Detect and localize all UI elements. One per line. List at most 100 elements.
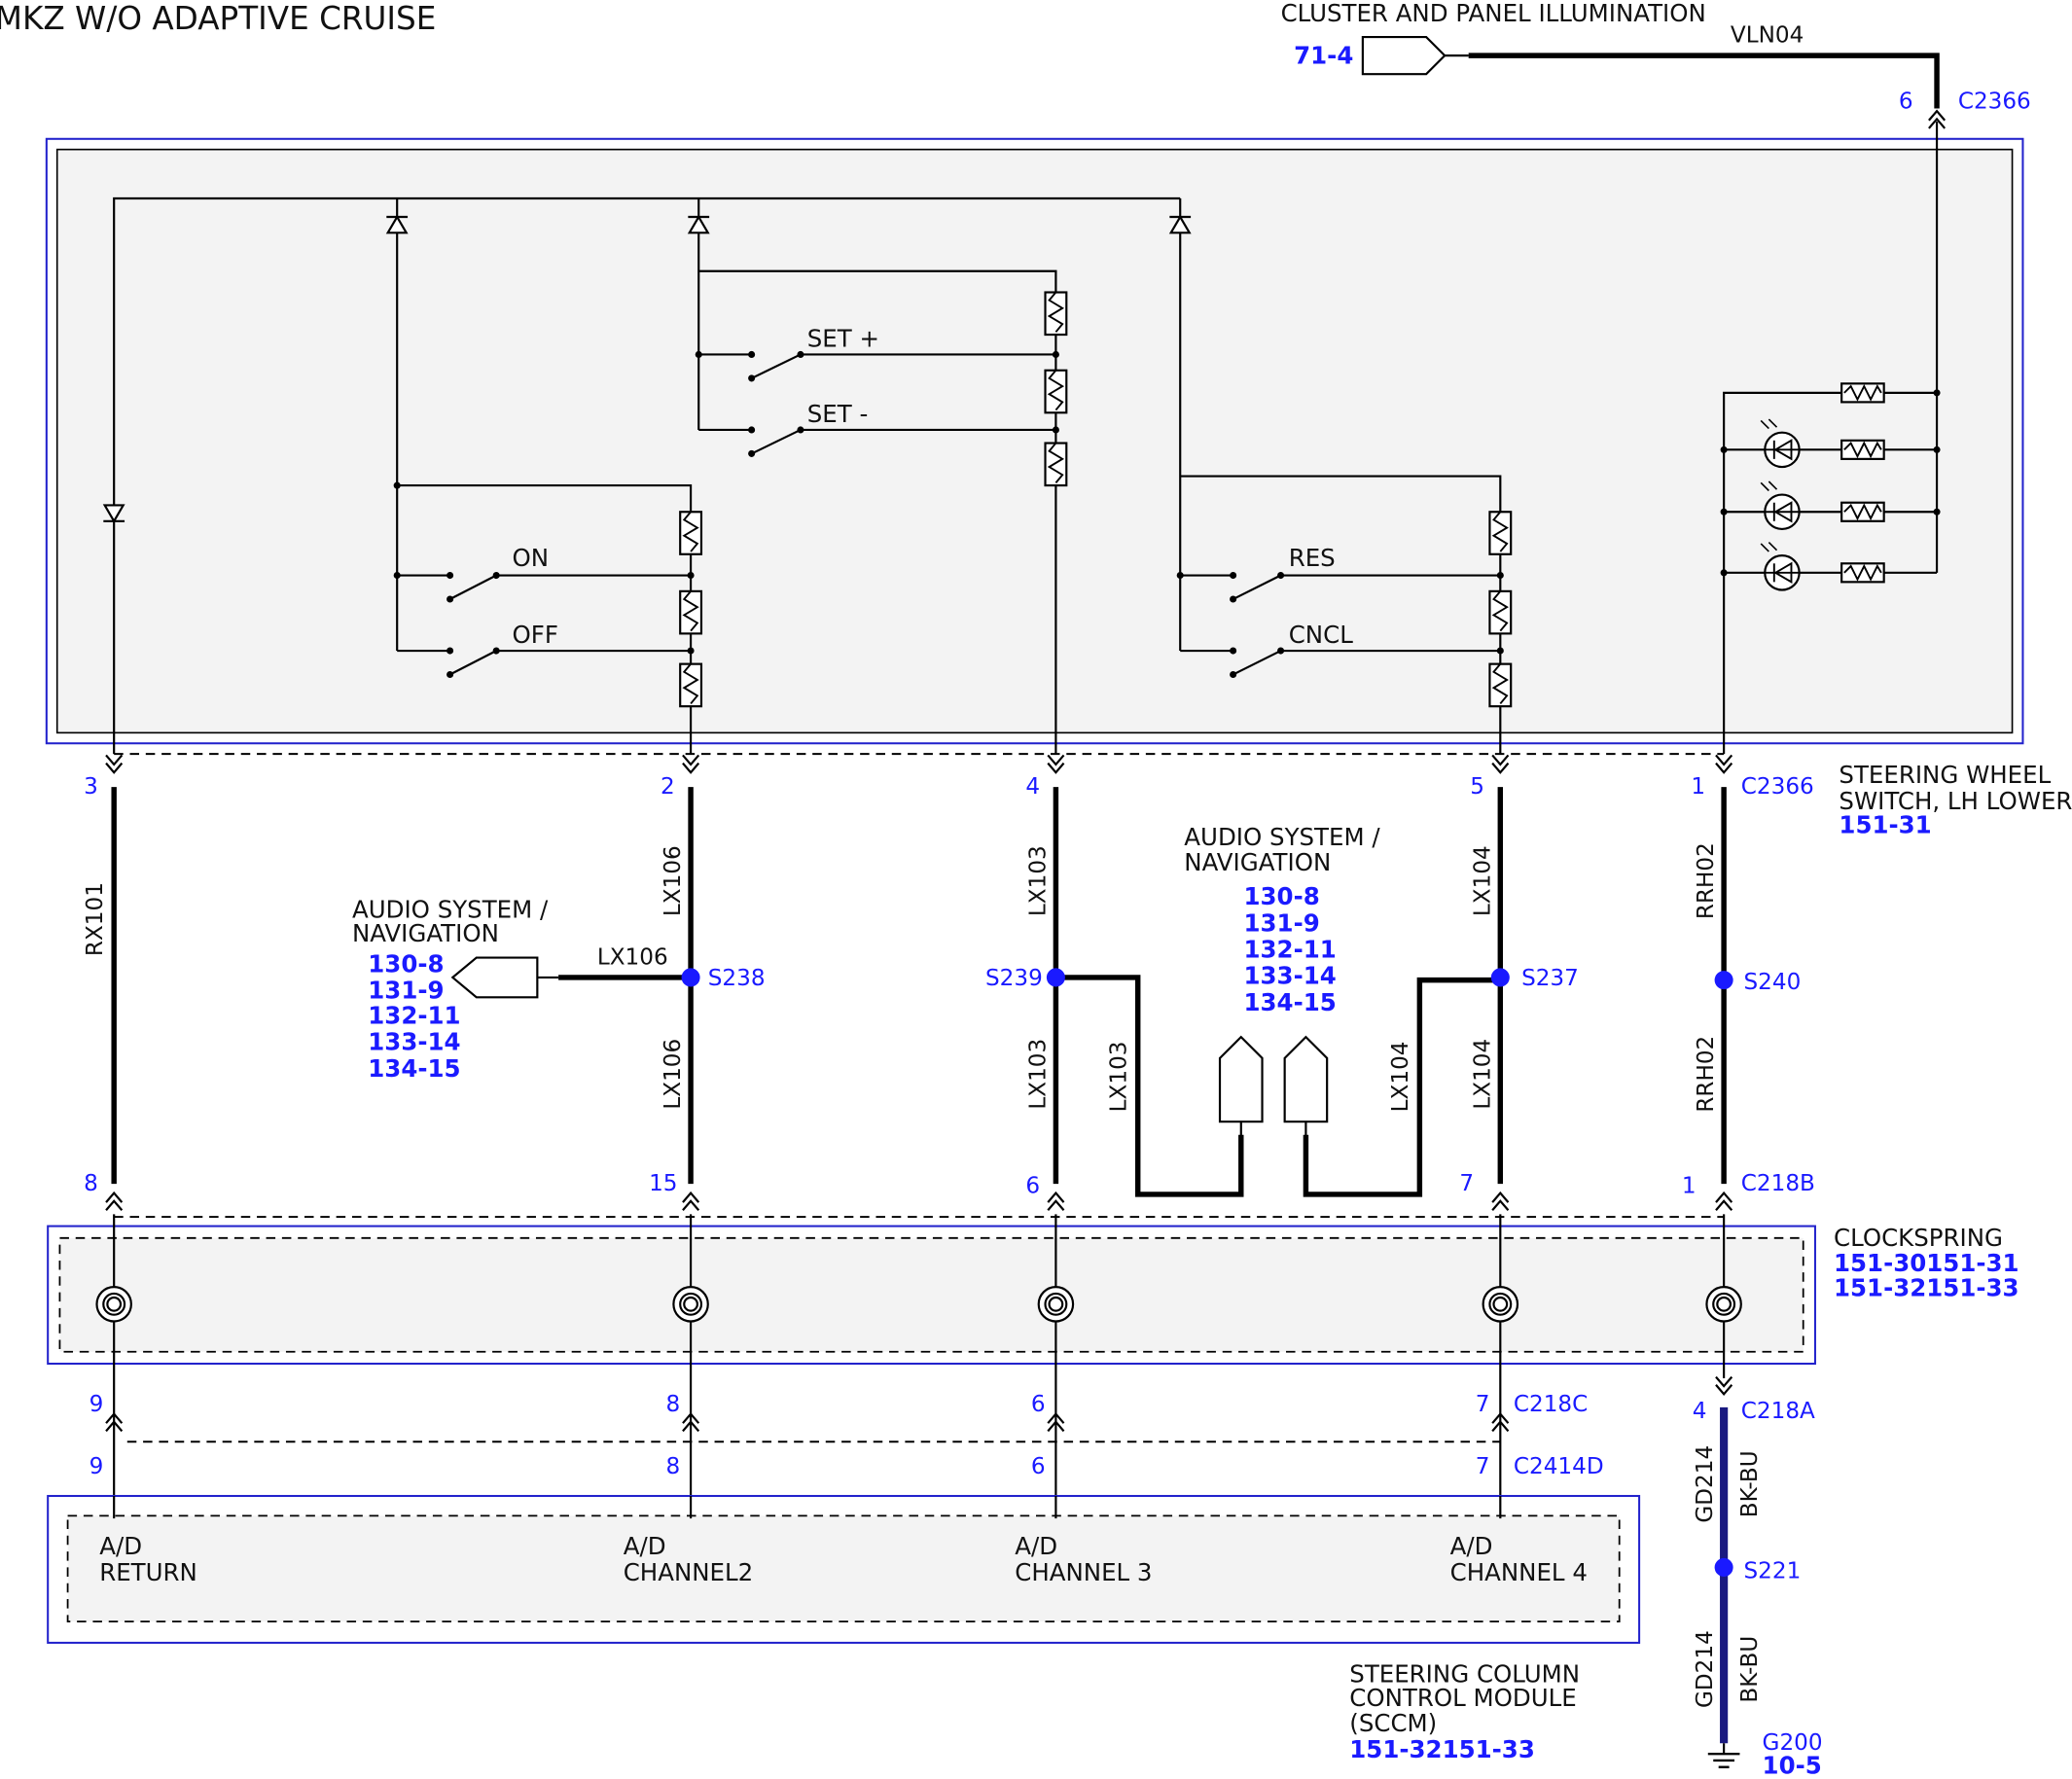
clockspring-coil-icon bbox=[672, 1286, 709, 1323]
audio-left-ref: 134-15 bbox=[368, 1054, 460, 1083]
c2366-pin: 5 bbox=[1470, 774, 1484, 800]
splice-s237: S237 bbox=[1521, 966, 1579, 991]
c2414d-pin: 9 bbox=[89, 1454, 104, 1479]
wire-lx106: LX106 bbox=[661, 845, 686, 916]
page-title: MKZ W/O ADAPTIVE CRUISE bbox=[0, 0, 436, 37]
c2414d-pin: 7 bbox=[1476, 1454, 1490, 1479]
wire-lx104: LX104 bbox=[1388, 1042, 1413, 1113]
splice-dot bbox=[1046, 968, 1065, 987]
audio-center-line: AUDIO SYSTEM / bbox=[1184, 823, 1380, 851]
pin-icon bbox=[1714, 754, 1733, 774]
resistor-icon bbox=[1840, 562, 1885, 584]
audio-center-ref: 132-11 bbox=[1243, 936, 1336, 964]
switch-module-title: STEERING WHEEL SWITCH, LH LOWER 151-31 bbox=[1839, 761, 2072, 839]
audio-center-ref: 133-14 bbox=[1243, 962, 1336, 990]
ground-point: G200 bbox=[1763, 1730, 1823, 1756]
sccm-ref: 151-32151-33 bbox=[1349, 1735, 1535, 1763]
clockspring-inner-box bbox=[58, 1236, 1804, 1353]
splice-s240: S240 bbox=[1744, 970, 1802, 995]
sccm-name-line: STEERING COLUMN bbox=[1349, 1660, 1580, 1689]
c2366-connector: C2366 bbox=[1741, 774, 1814, 800]
c218c-pin: 8 bbox=[665, 1392, 680, 1417]
audio-left-ref: 133-14 bbox=[368, 1028, 460, 1056]
switch-label-set-minus: SET - bbox=[807, 400, 869, 428]
connector-icon bbox=[1283, 1035, 1329, 1123]
sccm-input-label: CHANNEL 3 bbox=[1015, 1558, 1152, 1586]
clockspring-coil-icon bbox=[1705, 1286, 1742, 1323]
splices: S238 S239 S237 S240 bbox=[681, 966, 1802, 995]
connector-icon bbox=[450, 956, 539, 999]
audio-center-ref: 131-9 bbox=[1243, 908, 1319, 937]
switch-label-on: ON bbox=[512, 544, 549, 572]
pin-icon bbox=[1047, 1192, 1065, 1212]
illumination-wire: VLN04 bbox=[1731, 23, 1804, 49]
splice-dot bbox=[1490, 968, 1510, 987]
c218b-connector: C218B bbox=[1741, 1171, 1815, 1196]
wire-gd214: GD214 bbox=[1693, 1445, 1718, 1523]
c2366-pin: 2 bbox=[661, 774, 675, 800]
ground-circuit: 4 C218A S221 GD214 BK-BU GD214 BK-BU G20… bbox=[1693, 1375, 1823, 1779]
sccm-name-line: CONTROL MODULE bbox=[1349, 1684, 1576, 1712]
wire-lx104: LX104 bbox=[1470, 845, 1495, 916]
sccm-input-label: RETURN bbox=[99, 1558, 197, 1586]
wire-rrh02: RRH02 bbox=[1694, 1036, 1719, 1113]
connector-icon bbox=[1218, 1035, 1264, 1123]
steering-wheel-switch: SET + SET - ON OFF RES CNCL bbox=[45, 122, 2024, 755]
resistor-icon bbox=[679, 511, 703, 555]
c2366-pin: 4 bbox=[1025, 774, 1040, 800]
splice-s239: S239 bbox=[985, 966, 1043, 991]
pin-icon bbox=[1714, 1375, 1733, 1396]
c218c-pin: 7 bbox=[1476, 1392, 1490, 1417]
splice-dot bbox=[1714, 971, 1733, 990]
switch-name-line: SWITCH, LH LOWER bbox=[1839, 787, 2072, 815]
audio-left-ref: 132-11 bbox=[368, 1002, 460, 1030]
c218a-connector: C218A bbox=[1741, 1399, 1815, 1424]
audio-left-ref: 131-9 bbox=[368, 977, 444, 1005]
wire-lx104: LX104 bbox=[1470, 1039, 1495, 1110]
wire-gd214: GD214 bbox=[1693, 1630, 1718, 1708]
pin-icon bbox=[1047, 754, 1065, 774]
switch-label-res: RES bbox=[1289, 544, 1336, 572]
c2414d-connector: C2414D bbox=[1514, 1454, 1604, 1479]
c218a-pin: 4 bbox=[1693, 1399, 1707, 1424]
c218c-pin: 6 bbox=[1031, 1392, 1046, 1417]
pin-icon bbox=[681, 754, 700, 774]
clockspring-ref: 151-30151-31 bbox=[1834, 1249, 2019, 1277]
wire-color: BK-BU bbox=[1737, 1450, 1763, 1517]
audio-nav-left: AUDIO SYSTEM / NAVIGATION 130-8 131-9 13… bbox=[352, 896, 559, 1083]
illumination-connector-icon bbox=[1361, 35, 1447, 76]
splice-s221: S221 bbox=[1744, 1558, 1802, 1583]
sccm-input-label: A/D bbox=[99, 1532, 142, 1560]
resistor-icon bbox=[1044, 291, 1068, 337]
audio-center-ref: 134-15 bbox=[1243, 988, 1336, 1016]
sccm-name-line: (SCCM) bbox=[1349, 1709, 1437, 1737]
sccm-input-label: A/D bbox=[624, 1532, 666, 1560]
resistor-icon bbox=[1488, 511, 1513, 555]
sccm-module: A/D RETURN A/D CHANNEL2 A/D CHANNEL 3 A/… bbox=[47, 1494, 1641, 1763]
sccm-input-label: A/D bbox=[1015, 1532, 1057, 1560]
connector-c218c-c2414d: 9 8 6 7 C218C 9 8 6 7 C2414D bbox=[89, 1392, 1604, 1479]
illumination-pin: 6 bbox=[1899, 89, 1913, 115]
resistor-icon bbox=[679, 589, 703, 635]
connector-c2366: 3 2 4 5 1 C2366 bbox=[84, 753, 1814, 800]
audio-nav-center: AUDIO SYSTEM / NAVIGATION 130-8 131-9 13… bbox=[1184, 823, 1380, 1138]
illumination-label: CLUSTER AND PANEL ILLUMINATION bbox=[1281, 0, 1706, 27]
sccm-input-label: CHANNEL2 bbox=[624, 1558, 754, 1586]
c2414d-pin: 6 bbox=[1031, 1454, 1046, 1479]
pin-icon bbox=[681, 1192, 700, 1212]
resistor-icon bbox=[1044, 369, 1068, 414]
clockspring-ref: 151-32151-33 bbox=[1834, 1274, 2019, 1302]
c218b-pin: 8 bbox=[84, 1171, 98, 1196]
switch-inner-box bbox=[55, 148, 2014, 734]
pin-icon bbox=[104, 754, 124, 774]
resistor-icon bbox=[1044, 442, 1068, 487]
clockspring-coil-icon bbox=[1482, 1286, 1519, 1323]
audio-left-line: AUDIO SYSTEM / bbox=[352, 896, 549, 924]
wire-lx106: LX106 bbox=[661, 1039, 686, 1110]
splice-dot bbox=[1714, 1557, 1733, 1577]
wire-lx103: LX103 bbox=[1106, 1042, 1131, 1113]
clockspring-name: CLOCKSPRING bbox=[1834, 1224, 2003, 1252]
illumination-connector: C2366 bbox=[1958, 89, 2031, 115]
pin-icon bbox=[1491, 754, 1510, 774]
switch-label-set-plus: SET + bbox=[807, 324, 879, 352]
